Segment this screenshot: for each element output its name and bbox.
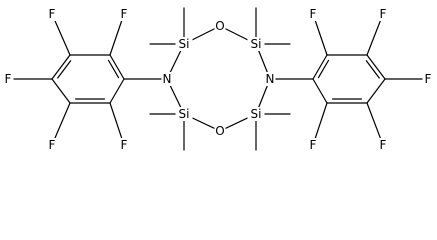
atom-label-f5: F (121, 138, 128, 152)
atom-label-background (307, 7, 319, 21)
atom-label-background (118, 138, 130, 152)
bond-cr4-cr5 (366, 78, 386, 104)
atom-label-si2: Si (251, 37, 262, 51)
atom-label-f1: F (121, 7, 128, 21)
atom-label-f10: F (310, 138, 317, 152)
atom-label-f8: F (425, 72, 432, 86)
atom-label-f2: F (49, 7, 56, 21)
atom-label-background (46, 138, 58, 152)
bond-cl1-cl2 (109, 54, 125, 80)
atom-label-f6: F (310, 7, 317, 21)
atom-label-si4: Si (179, 107, 190, 121)
atom-label-background (118, 7, 130, 21)
atom-label-background (422, 72, 434, 86)
atom-label-o1: O (215, 19, 224, 33)
atom-label-n1: N (163, 72, 172, 86)
bond-cr1-cr2-inner (317, 59, 330, 79)
atom-label-f3: F (5, 72, 12, 86)
atom-label-background (247, 37, 265, 51)
bond-cl4-cl5 (51, 78, 71, 104)
atom-label-background (377, 7, 389, 21)
atom-label-background (2, 72, 14, 86)
bond-cl3-cl4 (51, 54, 71, 80)
bond-cl3-cl4-inner (57, 60, 72, 79)
atom-label-si1: Si (179, 37, 190, 51)
bond-cl6-cl1 (109, 78, 125, 104)
bond-cr3-cr4-inner (365, 60, 380, 79)
atom-label-background (247, 107, 265, 121)
atom-label-f4: F (49, 138, 56, 152)
bond-cr6-cr1 (312, 78, 328, 104)
atom-label-background (175, 107, 193, 121)
atom-label-f9: F (380, 138, 387, 152)
atom-label-background (377, 138, 389, 152)
atom-label-n2: N (266, 72, 275, 86)
atom-label-background (264, 72, 276, 86)
atom-label-background (307, 138, 319, 152)
atom-label-background (214, 19, 226, 33)
atom-label-background (175, 37, 193, 51)
atom-label-background (214, 124, 226, 138)
atom-label-background (46, 7, 58, 21)
bond-cr3-cr4 (366, 54, 386, 80)
bond-cr1-cr2 (312, 54, 328, 80)
atom-label-background (161, 72, 173, 86)
bond-cl1-cl2-inner (107, 59, 120, 79)
atom-label-si3: Si (251, 107, 262, 121)
atom-label-o2: O (215, 124, 224, 138)
atom-label-f7: F (380, 7, 387, 21)
